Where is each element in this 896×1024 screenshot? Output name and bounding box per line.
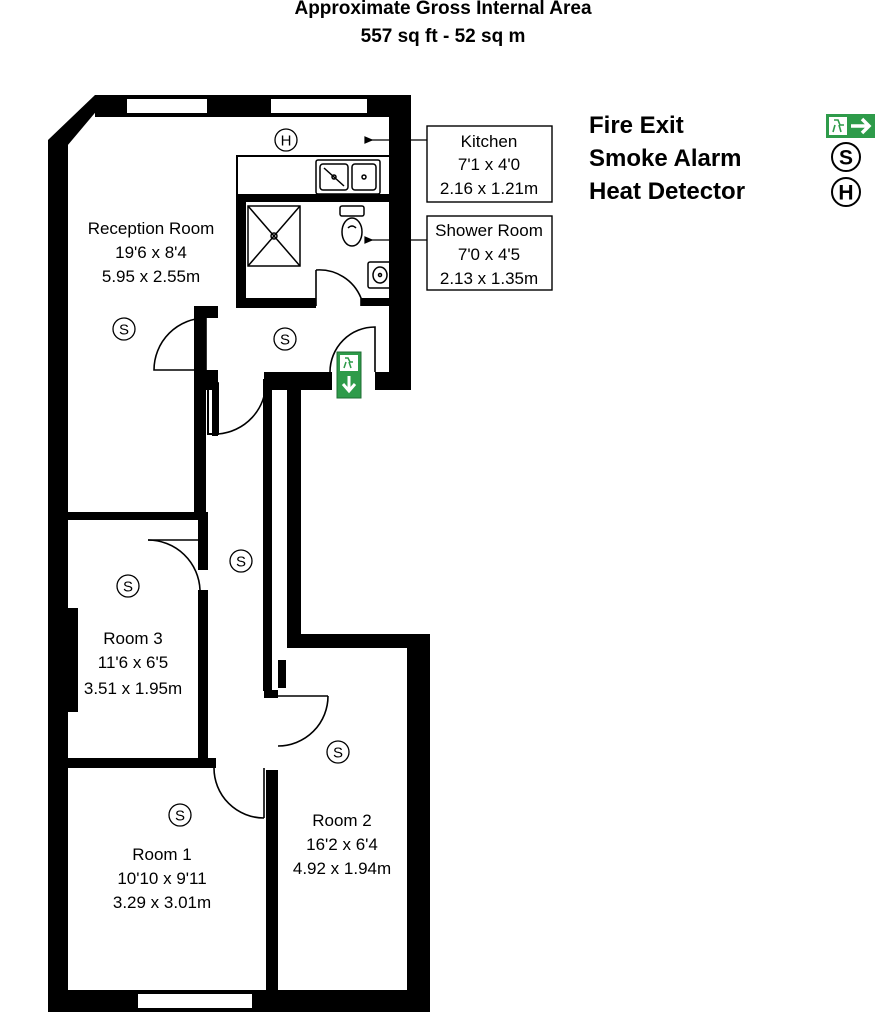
- legend-heat-detector-icon: [831, 177, 861, 207]
- legend-heat-symbol: H: [838, 182, 853, 205]
- reception-imperial: 19'6 x 8'4: [115, 243, 187, 262]
- heat-detector-label: H: [281, 133, 292, 150]
- area-value: 557 sq ft - 52 sq m: [361, 26, 526, 47]
- kitchen-metric: 2.16 x 1.21m: [440, 179, 538, 198]
- shower-metric: 2.13 x 1.35m: [440, 269, 538, 288]
- smoke-alarm-label: S: [236, 554, 246, 571]
- legend-heat-detector: Heat Detector: [589, 178, 745, 205]
- smoke-alarm-icon: [168, 803, 192, 827]
- room2-imperial: 16'2 x 6'4: [306, 835, 378, 854]
- smoke-alarm-icon: [112, 317, 136, 341]
- room1-metric: 3.29 x 3.01m: [113, 893, 211, 912]
- kitchen-sink: [315, 159, 381, 195]
- reception-name: Reception Room: [88, 219, 215, 238]
- area-title: Approximate Gross Internal Area: [294, 0, 591, 19]
- shower-tray: [247, 205, 301, 267]
- fire-exit-sign-icon: [336, 351, 362, 399]
- room1-imperial: 10'10 x 9'11: [117, 869, 206, 888]
- shower-label-box: [426, 215, 553, 291]
- room3-imperial: 11'6 x 6'5: [98, 653, 168, 672]
- smoke-alarm-label: S: [119, 322, 129, 339]
- legend-fire-exit: Fire Exit: [589, 112, 684, 139]
- room2-metric: 4.92 x 1.94m: [293, 859, 391, 878]
- room3-name: Room 3: [103, 629, 163, 648]
- room1-name: Room 1: [132, 845, 192, 864]
- smoke-alarm-label: S: [175, 808, 185, 825]
- shower-name: Shower Room: [435, 221, 543, 240]
- legend-smoke-alarm-icon: [831, 142, 861, 172]
- interior-walls: [68, 155, 396, 1012]
- reception-metric: 5.95 x 2.55m: [102, 267, 200, 286]
- smoke-alarm-icon: [116, 574, 140, 598]
- toilet: [339, 205, 365, 247]
- room3-metric: 3.51 x 1.95m: [84, 679, 182, 698]
- kitchen-imperial: 7'1 x 4'0: [458, 155, 520, 174]
- heat-detector-icon: [274, 128, 298, 152]
- legend-smoke-symbol: S: [839, 147, 853, 170]
- smoke-alarm-icon: [326, 740, 350, 764]
- legend-smoke-alarm: Smoke Alarm: [589, 145, 742, 172]
- kitchen-name: Kitchen: [461, 132, 518, 151]
- smoke-alarm-icon: [273, 327, 297, 351]
- smoke-alarm-label: S: [280, 332, 290, 349]
- walls: [48, 95, 430, 1012]
- smoke-alarm-icon: [229, 549, 253, 573]
- smoke-alarm-label: S: [123, 579, 133, 596]
- smoke-alarm-label: S: [333, 745, 343, 762]
- basin: [367, 261, 393, 289]
- shower-imperial: 7'0 x 4'5: [458, 245, 520, 264]
- doors: [147, 269, 376, 819]
- room2-name: Room 2: [312, 811, 372, 830]
- kitchen-label-box: [426, 125, 553, 203]
- legend-fire-exit-icon: [826, 114, 875, 138]
